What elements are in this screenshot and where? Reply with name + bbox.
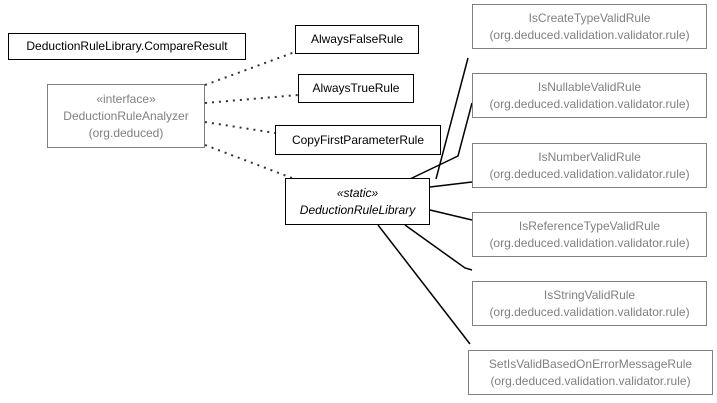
edge-library-is-reference-type <box>429 209 473 221</box>
is-create-type-valid-rule-class: IsCreateTypeValidRule (org.deduced.valid… <box>472 4 707 49</box>
edge-analyzer-copy-first <box>204 121 276 134</box>
is-nullable-valid-rule-class: IsNullableValidRule (org.deduced.validat… <box>472 73 707 118</box>
deduction-rule-library-class: «static» DeductionRuleLibrary <box>285 178 430 225</box>
set-is-valid-based-on-error-message-rule-class: SetIsValidBasedOnErrorMessageRule (org.d… <box>468 350 713 395</box>
is-string-valid-rule-package: (org.deduced.validation.validator.rule) <box>489 304 690 319</box>
edge-library-is-nullable <box>409 102 473 180</box>
edge-analyzer-always-true <box>204 94 299 104</box>
compare-result-class: DeductionRuleLibrary.CompareResult <box>8 33 246 60</box>
deduction-rule-analyzer-interface: «interface» DeductionRuleAnalyzer (org.d… <box>47 84 205 148</box>
copy-first-parameter-rule-name: CopyFirstParameterRule <box>291 132 425 147</box>
always-true-rule-name: AlwaysTrueRule <box>312 81 400 95</box>
library-stereotype: «static» <box>336 185 379 200</box>
is-nullable-valid-rule-name: IsNullableValidRule <box>537 79 642 94</box>
is-number-valid-rule-name: IsNumberValidRule <box>538 149 641 164</box>
set-is-valid-rule-package: (org.deduced.validation.validator.rule) <box>490 373 691 388</box>
analyzer-stereotype: «interface» <box>96 91 156 106</box>
always-false-rule-class: AlwaysFalseRule <box>295 25 419 54</box>
is-number-valid-rule-class: IsNumberValidRule (org.deduced.validatio… <box>472 143 707 188</box>
set-is-valid-rule-name: SetIsValidBasedOnErrorMessageRule <box>488 356 693 371</box>
is-reference-type-valid-rule-class: IsReferenceTypeValidRule (org.deduced.va… <box>472 212 707 257</box>
edge-library-is-string <box>404 224 473 271</box>
is-reference-type-valid-rule-name: IsReferenceTypeValidRule <box>518 218 661 233</box>
is-reference-type-valid-rule-package: (org.deduced.validation.validator.rule) <box>489 235 690 250</box>
library-name: DeductionRuleLibrary <box>299 202 416 217</box>
edge-analyzer-library <box>204 144 293 179</box>
is-create-type-valid-rule-package: (org.deduced.validation.validator.rule) <box>489 27 690 42</box>
is-number-valid-rule-package: (org.deduced.validation.validator.rule) <box>489 166 690 181</box>
is-string-valid-rule-class: IsStringValidRule (org.deduced.validatio… <box>472 281 707 326</box>
edge-library-is-create-type <box>435 57 469 180</box>
always-false-rule-name: AlwaysFalseRule <box>310 32 404 46</box>
is-nullable-valid-rule-package: (org.deduced.validation.validator.rule) <box>489 96 690 111</box>
compare-result-name: DeductionRuleLibrary.CompareResult <box>26 39 228 53</box>
analyzer-name: DeductionRuleAnalyzer <box>63 108 189 123</box>
edge-library-is-number <box>429 181 473 188</box>
is-create-type-valid-rule-name: IsCreateTypeValidRule <box>528 10 651 25</box>
always-true-rule-class: AlwaysTrueRule <box>298 74 414 103</box>
is-string-valid-rule-name: IsStringValidRule <box>543 287 636 302</box>
edge-analyzer-always-false <box>204 51 296 86</box>
copy-first-parameter-rule-class: CopyFirstParameterRule <box>275 125 441 155</box>
edge-library-set-is-valid <box>377 224 471 345</box>
analyzer-package: (org.deduced) <box>88 125 164 140</box>
